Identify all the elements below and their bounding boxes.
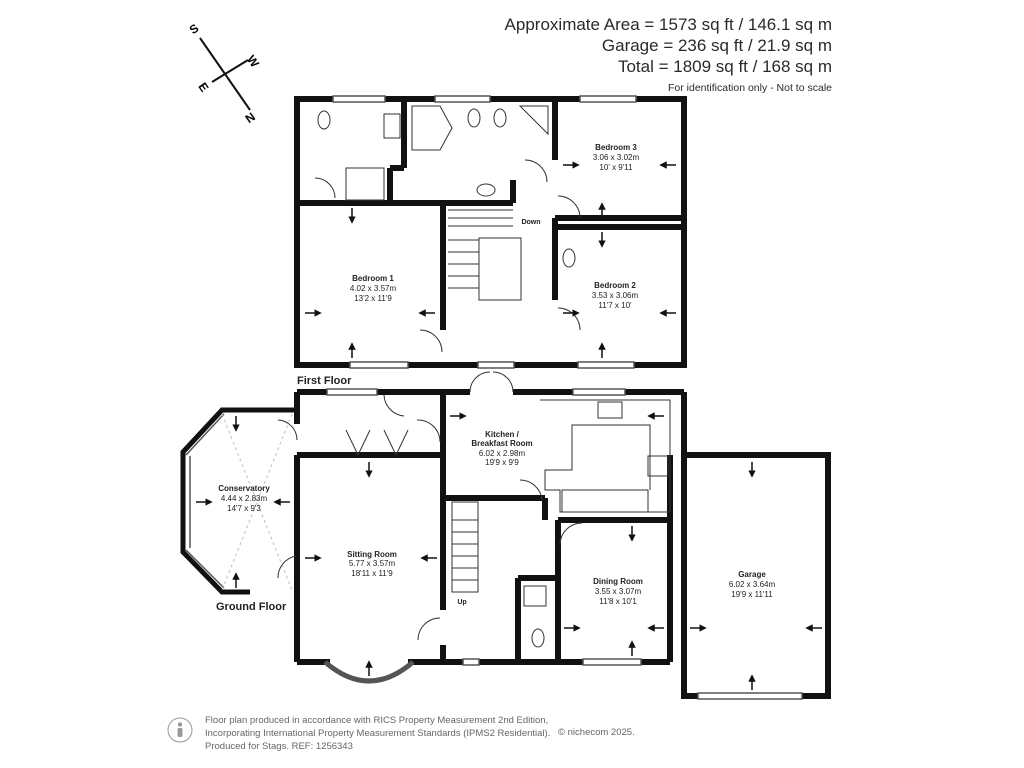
disclaimer: For identification only - Not to scale bbox=[668, 82, 832, 94]
dimension-arrows bbox=[196, 161, 822, 690]
bedroom2-metric: 3.53 x 3.06m bbox=[592, 291, 639, 300]
kitchen-name-2: Breakfast Room bbox=[471, 439, 532, 448]
stairs-up-label: Up bbox=[457, 599, 466, 606]
dining-metric: 3.55 x 3.07m bbox=[595, 587, 642, 596]
compass-n: N bbox=[243, 110, 258, 126]
footer-line-1: Floor plan produced in accordance with R… bbox=[205, 715, 549, 726]
conservatory-imperial: 14'7 x 9'3 bbox=[227, 504, 261, 513]
garage-imperial: 19'9 x 11'11 bbox=[731, 590, 773, 599]
conservatory-metric: 4.44 x 2.83m bbox=[221, 494, 268, 503]
total-area: Total = 1809 sq ft / 168 sq m bbox=[617, 57, 832, 76]
footer-text: Floor plan produced in accordance with R… bbox=[205, 714, 550, 753]
bathroom-fixtures bbox=[317, 105, 576, 268]
garage-name: Garage bbox=[738, 570, 766, 579]
footer-line-2: Incorporating International Property Mea… bbox=[205, 728, 551, 739]
bedroom3-imperial: 10' x 9'11 bbox=[599, 163, 633, 172]
sitting-name: Sitting Room bbox=[347, 550, 397, 559]
compass-w: W bbox=[244, 53, 262, 71]
ground-floor-walls bbox=[294, 389, 831, 699]
ground-floor-windows bbox=[326, 388, 803, 700]
compass-rose bbox=[199, 37, 251, 111]
kitchen-imperial: 19'9 x 9'9 bbox=[485, 458, 519, 467]
compass-s: S bbox=[187, 21, 202, 37]
bedroom1-metric: 4.02 x 3.57m bbox=[350, 284, 397, 293]
sitting-imperial: 18'11 x 11'9 bbox=[351, 569, 393, 578]
dining-name: Dining Room bbox=[593, 577, 643, 586]
person-icon bbox=[167, 717, 193, 743]
sitting-metric: 5.77 x 3.57m bbox=[349, 559, 396, 568]
footer-line-3: Produced for Stags. REF: 1256343 bbox=[205, 741, 353, 752]
ground-floor-stairs bbox=[451, 501, 479, 593]
stairs-down-label: Down bbox=[521, 219, 540, 226]
ground-floor-doors bbox=[277, 371, 583, 641]
kitchen-units bbox=[540, 399, 671, 513]
conservatory-glazing bbox=[185, 413, 225, 589]
first-floor-walls bbox=[294, 96, 687, 368]
first-floor-doors bbox=[314, 159, 581, 353]
copyright: © nichecom 2025. bbox=[558, 727, 635, 738]
approx-area: Approximate Area = 1573 sq ft / 146.1 sq… bbox=[504, 15, 832, 34]
bedroom3-name: Bedroom 3 bbox=[595, 143, 637, 152]
garage-metric: 6.02 x 3.64m bbox=[729, 580, 776, 589]
dining-imperial: 11'8 x 10'1 bbox=[599, 597, 637, 606]
bedroom2-imperial: 11'7 x 10' bbox=[598, 301, 632, 310]
bedroom1-imperial: 13'2 x 11'9 bbox=[354, 294, 392, 303]
area-summary: Approximate Area = 1573 sq ft / 146.1 sq… bbox=[505, 14, 832, 94]
first-floor-windows bbox=[332, 95, 637, 369]
kitchen-name-1: Kitchen / bbox=[485, 430, 520, 439]
first-floor-label: First Floor bbox=[297, 375, 352, 387]
conservatory-name: Conservatory bbox=[218, 484, 270, 493]
garage-area: Garage = 236 sq ft / 21.9 sq m bbox=[601, 36, 832, 55]
conservatory-outline bbox=[180, 407, 297, 595]
kitchen-metric: 6.02 x 2.98m bbox=[479, 449, 526, 458]
first-floor-stairs bbox=[448, 209, 522, 301]
bay-window bbox=[323, 660, 415, 684]
ground-floor-label: Ground Floor bbox=[216, 601, 287, 613]
conservatory-roof-lines bbox=[221, 413, 293, 591]
wc-fixtures bbox=[523, 585, 547, 648]
bedroom2-name: Bedroom 2 bbox=[594, 281, 636, 290]
compass-e: E bbox=[195, 80, 211, 95]
bedroom1-name: Bedroom 1 bbox=[352, 274, 394, 283]
bedroom3-metric: 3.06 x 3.02m bbox=[593, 153, 640, 162]
